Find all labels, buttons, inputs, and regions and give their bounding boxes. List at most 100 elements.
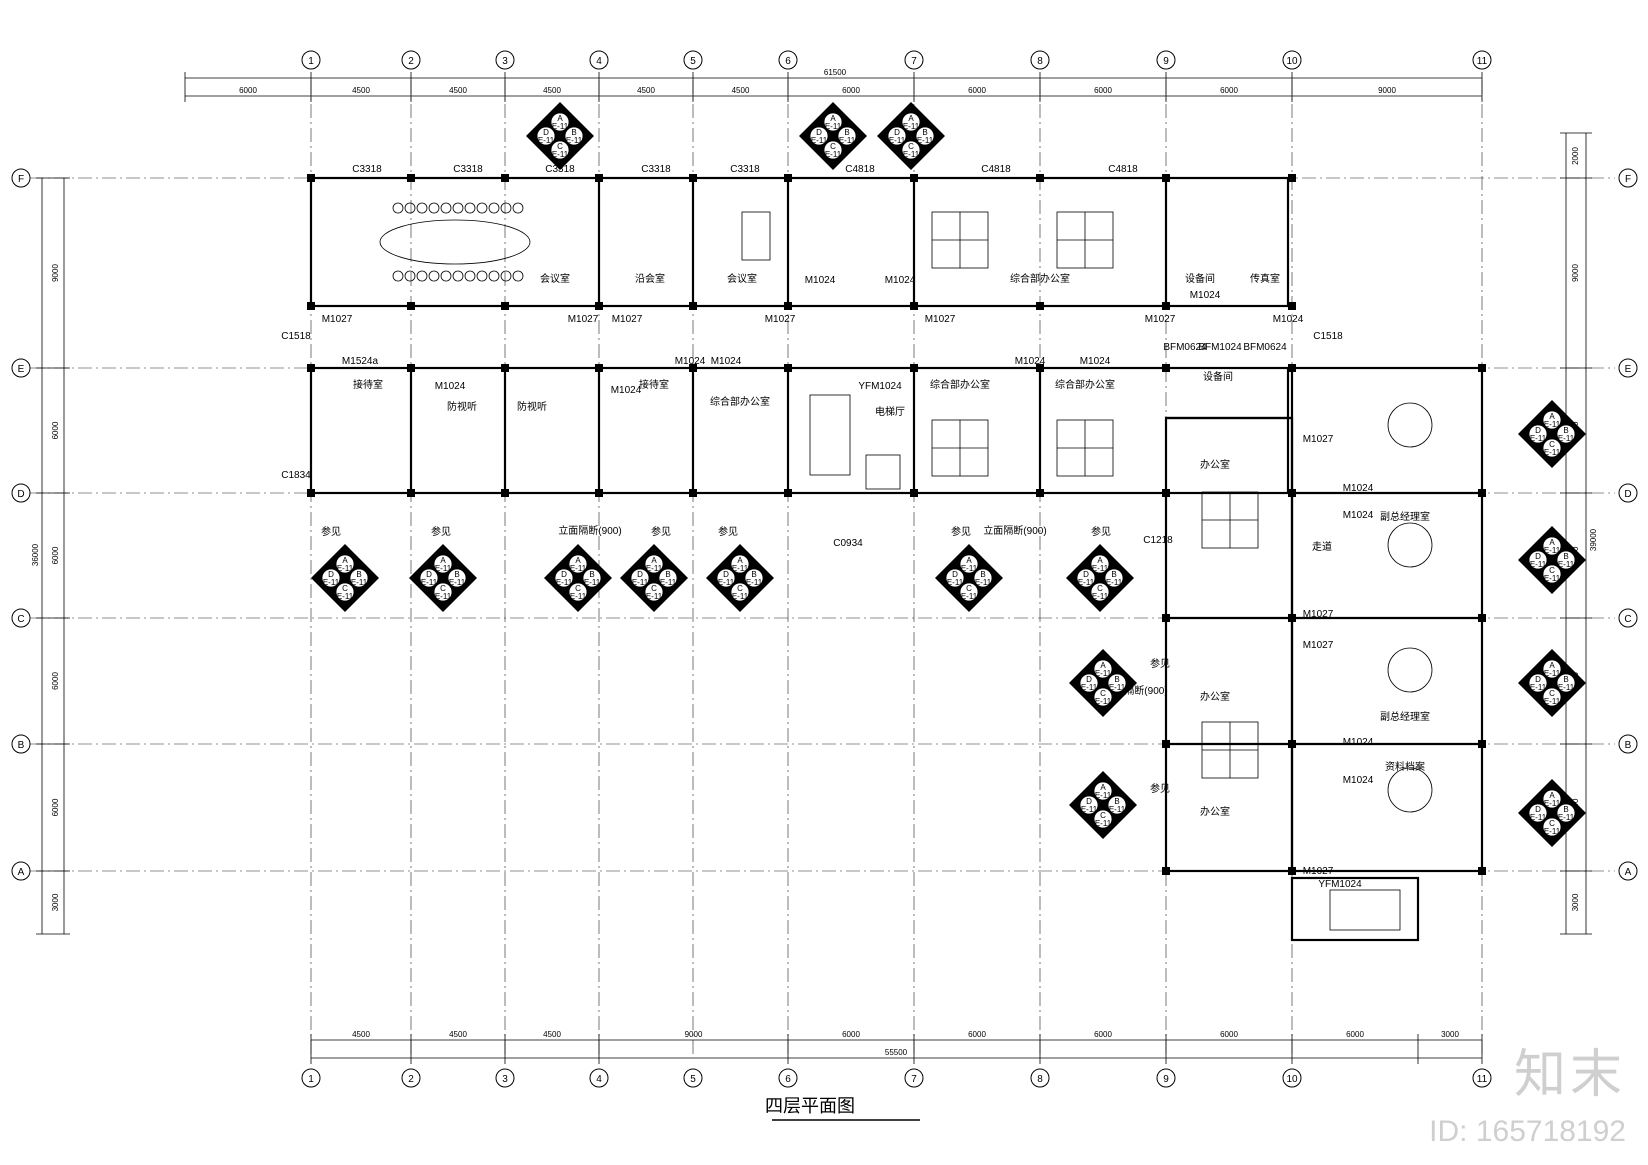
- axis-bubble-circle: [904, 1068, 924, 1088]
- column: [1162, 174, 1170, 182]
- detail-reference-letter: C: [966, 584, 972, 593]
- axis-bubble-label: 3: [502, 56, 508, 67]
- door-code: M1027: [612, 314, 643, 325]
- dim-bottom-span: 6000: [1220, 1030, 1238, 1039]
- detail-reference-letter: D: [1535, 552, 1541, 561]
- note-partition: 立面隔断(900): [983, 524, 1046, 537]
- detail-reference-letter: C: [737, 584, 743, 593]
- detail-reference-letter: B: [665, 570, 670, 579]
- dim-top-span: 4500: [449, 86, 467, 95]
- chair: [428, 270, 440, 282]
- axis-bubble-circle: [301, 1068, 321, 1088]
- room-label: 接待室: [353, 378, 383, 391]
- detail-reference-diamond: [706, 544, 774, 612]
- axis-bubble-circle: [401, 50, 421, 70]
- detail-reference-circle: [1528, 424, 1548, 444]
- column: [689, 364, 697, 372]
- axis-bubble-circle: [11, 168, 31, 188]
- detail-reference-sheet: E-11: [1544, 546, 1561, 555]
- detail-reference-circle: [564, 126, 584, 146]
- axis-bubble-circle: [778, 1068, 798, 1088]
- note-ref: 参见: [1150, 782, 1170, 795]
- column: [1288, 740, 1296, 748]
- dim-top-span: 6000: [968, 86, 986, 95]
- detail-reference-letter: A: [830, 114, 836, 123]
- detail-reference-sheet: E-11: [1081, 683, 1098, 692]
- chair: [428, 202, 440, 214]
- door-code: M1027: [1303, 866, 1334, 877]
- door-code: M1024: [435, 381, 466, 392]
- axis-bottom-6: 6: [778, 1068, 798, 1088]
- axis-bottom-11: 11: [1472, 1068, 1492, 1088]
- detail-reference-circle: [730, 582, 750, 602]
- axis-bubble-circle: [1618, 608, 1638, 628]
- chair: [404, 202, 416, 214]
- detail-reference-sheet: E-11: [732, 564, 749, 573]
- detail-reference-letter: C: [1100, 689, 1106, 698]
- detail-reference-letter: B: [1563, 805, 1568, 814]
- detail-reference-sheet: E-11: [975, 578, 992, 587]
- column: [595, 174, 603, 182]
- axis-bubble-label: D: [17, 489, 24, 500]
- axis-bubble-circle: [1472, 50, 1492, 70]
- detail-reference-sheet: E-11: [421, 578, 438, 587]
- column: [501, 174, 509, 182]
- dim-left-span: 6000: [51, 546, 60, 564]
- axis-right-B: B: [1618, 734, 1638, 754]
- dim-left-span: 6000: [51, 672, 60, 690]
- door-code: M1024: [1343, 737, 1374, 748]
- axis-bubble-circle: [683, 50, 703, 70]
- detail-reference-letter: C: [1097, 584, 1103, 593]
- dim-bottom-span: 6000: [1346, 1030, 1364, 1039]
- detail-reference-circle: [1542, 687, 1562, 707]
- detail-reference-circle: [568, 554, 588, 574]
- detail-reference-sheet: E-11: [449, 578, 466, 587]
- column: [1036, 364, 1044, 372]
- dim-right-span: 9000: [1571, 264, 1580, 282]
- detail-reference-letter: D: [816, 128, 822, 137]
- axis-bubble-label: 2: [408, 1074, 414, 1085]
- column: [689, 174, 697, 182]
- detail-reference-sheet: E-11: [1558, 813, 1575, 822]
- dim-bottom-span: 6000: [842, 1030, 860, 1039]
- axis-bubble-circle: [495, 1068, 515, 1088]
- column: [910, 489, 918, 497]
- detail-reference-sheet: E-11: [556, 578, 573, 587]
- detail-reference-letter: D: [1535, 675, 1541, 684]
- axis-bubble-circle: [11, 483, 31, 503]
- detail-reference-diamond: [620, 544, 688, 612]
- axis-bubble-circle: [1030, 50, 1050, 70]
- detail-reference-letter: A: [342, 556, 348, 565]
- detail-reference-sheet: E-11: [1558, 683, 1575, 692]
- chair: [488, 202, 500, 214]
- detail-reference-circle: [1528, 803, 1548, 823]
- detail-reference-sheet: E-11: [1544, 669, 1561, 678]
- axis-top-4: 4: [589, 50, 609, 70]
- room-label: 电梯厅: [875, 405, 905, 418]
- column: [1288, 867, 1296, 875]
- detail-reference-diamond: [1518, 400, 1586, 468]
- detail-reference-circle: [1556, 803, 1576, 823]
- axis-bubble-circle: [301, 50, 321, 70]
- column: [1288, 489, 1296, 497]
- axis-bubble-circle: [495, 50, 515, 70]
- room-label: 设备间: [1203, 370, 1233, 383]
- detail-reference-letter: D: [894, 128, 900, 137]
- detail-reference-circle: [730, 554, 750, 574]
- detail-reference-diamond: [1518, 649, 1586, 717]
- axis-bubble-label: 8: [1037, 1074, 1043, 1085]
- column: [1288, 364, 1296, 372]
- axis-bubble-label: 6: [785, 1074, 791, 1085]
- column: [501, 489, 509, 497]
- detail-reference-circle: [1090, 582, 1110, 602]
- window-code: C1218: [1143, 535, 1173, 546]
- detail-reference-sheet: E-11: [961, 564, 978, 573]
- window-code: C4818: [1108, 164, 1138, 175]
- detail-reference-circle: [1528, 550, 1548, 570]
- wall-outline: [309, 176, 1290, 308]
- axis-left-D: D: [11, 483, 31, 503]
